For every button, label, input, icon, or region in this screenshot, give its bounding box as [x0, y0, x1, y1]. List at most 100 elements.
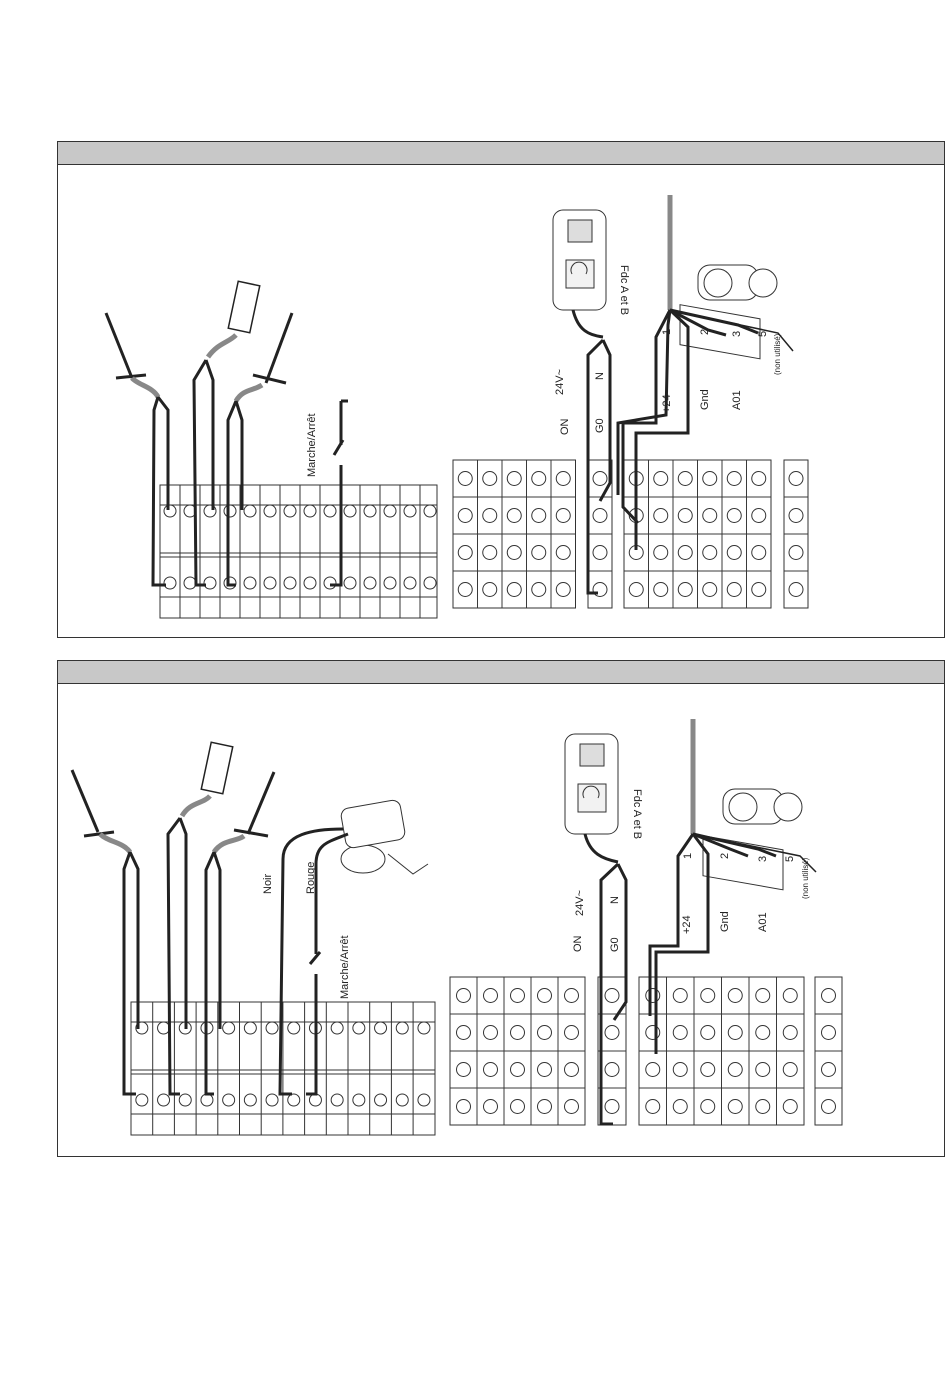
terminal-screw — [483, 472, 497, 486]
terminal-screw — [264, 505, 276, 517]
label-gnd: Gnd — [699, 389, 711, 410]
terminal-screw — [304, 505, 316, 517]
terminal-screw — [678, 509, 692, 523]
terminal-screw — [673, 989, 687, 1003]
label-gnd: Gnd — [719, 911, 731, 932]
terminal-screw — [484, 1100, 498, 1114]
terminal-screw — [556, 509, 570, 523]
panel-header-bar — [58, 661, 944, 684]
terminal-screw — [605, 989, 619, 1003]
terminal-screw — [511, 989, 525, 1003]
terminal-screw — [457, 1063, 471, 1077]
terminal-screw — [284, 505, 296, 517]
terminal-screw — [783, 1063, 797, 1077]
terminal-screw — [646, 1026, 660, 1040]
terminal-screw — [457, 1100, 471, 1114]
terminal-screw — [756, 1063, 770, 1077]
terminal-screw — [701, 989, 715, 1003]
terminal-screw — [646, 1063, 660, 1077]
terminal-screw — [752, 472, 766, 486]
label-unused: (non utilisé) — [801, 857, 810, 899]
terminal-screw — [324, 505, 336, 517]
terminal-screw — [783, 989, 797, 1003]
wiring-diagram-2: Noir Rouge Marche/Arrêt Fdc A et B — [58, 684, 944, 1156]
terminal-screw — [324, 577, 336, 589]
terminal-screw — [822, 1100, 836, 1114]
terminal-screw — [396, 1094, 408, 1106]
terminal-screw — [703, 583, 717, 597]
label-2: 2 — [719, 853, 731, 859]
terminal-screw — [507, 472, 521, 486]
terminal-screw — [789, 472, 803, 486]
label-3: 3 — [731, 331, 743, 337]
pipe-thermostat — [340, 799, 428, 874]
terminal-screw — [783, 1026, 797, 1040]
terminal-screw — [565, 1100, 579, 1114]
terminal-screw — [593, 546, 607, 560]
terminal-screw — [458, 583, 472, 597]
terminal-screw — [424, 577, 436, 589]
terminal-screw — [822, 1026, 836, 1040]
label-5: 5 — [757, 331, 769, 337]
terminal-screw — [752, 583, 766, 597]
terminal-screw — [418, 1022, 430, 1034]
terminal-screw — [424, 505, 436, 517]
terminal-screw — [565, 989, 579, 1003]
terminal-screw — [538, 989, 552, 1003]
terminal-screw — [511, 1026, 525, 1040]
terminal-screw — [457, 989, 471, 1003]
terminal-screw — [756, 1100, 770, 1114]
terminal-screw — [264, 577, 276, 589]
terminal-screw — [654, 509, 668, 523]
probe-middle — [168, 742, 233, 1094]
terminal-screw — [538, 1063, 552, 1077]
fdc-label: Fdc A et B — [631, 789, 643, 839]
fdc-device — [553, 210, 606, 310]
terminal-screw — [304, 577, 316, 589]
terminal-screw — [593, 472, 607, 486]
terminal-screw — [458, 472, 472, 486]
terminal-screw — [164, 577, 176, 589]
terminal-screw — [703, 546, 717, 560]
terminal-screw — [654, 472, 668, 486]
terminal-screw — [654, 583, 668, 597]
terminal-screw — [556, 546, 570, 560]
terminal-screw — [484, 1063, 498, 1077]
terminal-screw — [728, 1063, 742, 1077]
label-24v: 24V~ — [574, 890, 586, 916]
terminal-screw — [654, 546, 668, 560]
terminal-screw — [179, 1094, 191, 1106]
terminal-screw — [538, 1100, 552, 1114]
terminal-screw — [457, 1026, 471, 1040]
terminal-screw — [384, 505, 396, 517]
terminal-screw — [223, 1094, 235, 1106]
terminal-screw — [158, 1022, 170, 1034]
label-on: ON — [572, 935, 584, 952]
terminal-screw — [201, 1094, 213, 1106]
switch-label: Marche/Arrêt — [306, 413, 318, 477]
terminal-screw — [728, 989, 742, 1003]
terminal-screw — [556, 472, 570, 486]
terminal-screw — [224, 577, 236, 589]
terminal-screw — [538, 1026, 552, 1040]
terminal-screw — [223, 1022, 235, 1034]
terminal-screw — [483, 509, 497, 523]
label-n: N — [594, 372, 606, 380]
label-g0: G0 — [609, 937, 621, 952]
terminal-screw — [678, 583, 692, 597]
terminal-screw — [605, 1026, 619, 1040]
terminal-screw — [244, 505, 256, 517]
noir-label: Noir — [262, 873, 274, 894]
label-3: 3 — [757, 856, 769, 862]
terminal-screw — [532, 546, 546, 560]
terminal-screw — [288, 1022, 300, 1034]
terminal-screw — [309, 1094, 321, 1106]
right-terminal-block-d — [815, 977, 842, 1125]
fdc-device — [565, 734, 618, 834]
label-24v: 24V~ — [554, 369, 566, 395]
terminal-screw — [484, 989, 498, 1003]
right-terminal-block-a — [450, 977, 585, 1125]
terminal-screw — [673, 1026, 687, 1040]
label-5: 5 — [784, 856, 796, 862]
terminal-screw — [701, 1026, 715, 1040]
